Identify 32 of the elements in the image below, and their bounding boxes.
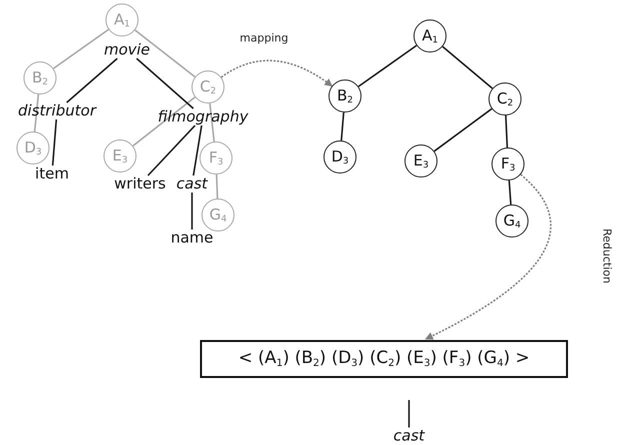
tree-label: writers <box>114 176 166 192</box>
tree-label: name <box>170 230 214 246</box>
curved-arrow <box>220 60 333 87</box>
tree-label: movie <box>104 42 150 58</box>
tree-edge <box>147 124 196 176</box>
edge-label: Reduction <box>602 228 612 284</box>
tree-label: distributor <box>18 104 96 118</box>
tree-edge <box>216 174 218 199</box>
tree-label: item <box>35 166 69 182</box>
curved-arrow <box>424 174 552 340</box>
tree-edge <box>408 400 410 428</box>
tree-edge <box>434 108 492 152</box>
tree-edge <box>66 58 118 104</box>
tree-edge <box>34 94 40 132</box>
tree-label: cast <box>176 176 208 192</box>
tree-edge <box>192 125 202 176</box>
tree-edge <box>340 112 344 141</box>
tree-label: cast <box>393 428 425 444</box>
tree-edge <box>508 180 512 205</box>
sequence-box: < (A$_{1}$) (B$_{2}$) (D$_{3}$) (C$_{2}$) (E$_{3}$) (F$_{3}$) (G$_{4}$) > <box>200 340 568 378</box>
tree-edge <box>132 96 196 146</box>
tree-edge <box>52 119 58 166</box>
tree-edge <box>136 58 194 110</box>
tree-edge <box>442 46 493 89</box>
tree-edge <box>134 30 196 78</box>
tree-edge <box>358 44 417 88</box>
edge-label: mapping <box>240 32 288 44</box>
tree-label: filmography <box>158 110 248 124</box>
tree-edge <box>209 103 215 142</box>
tree-edge <box>191 192 193 230</box>
tree-edge <box>504 115 508 148</box>
tree-edge <box>53 28 109 70</box>
